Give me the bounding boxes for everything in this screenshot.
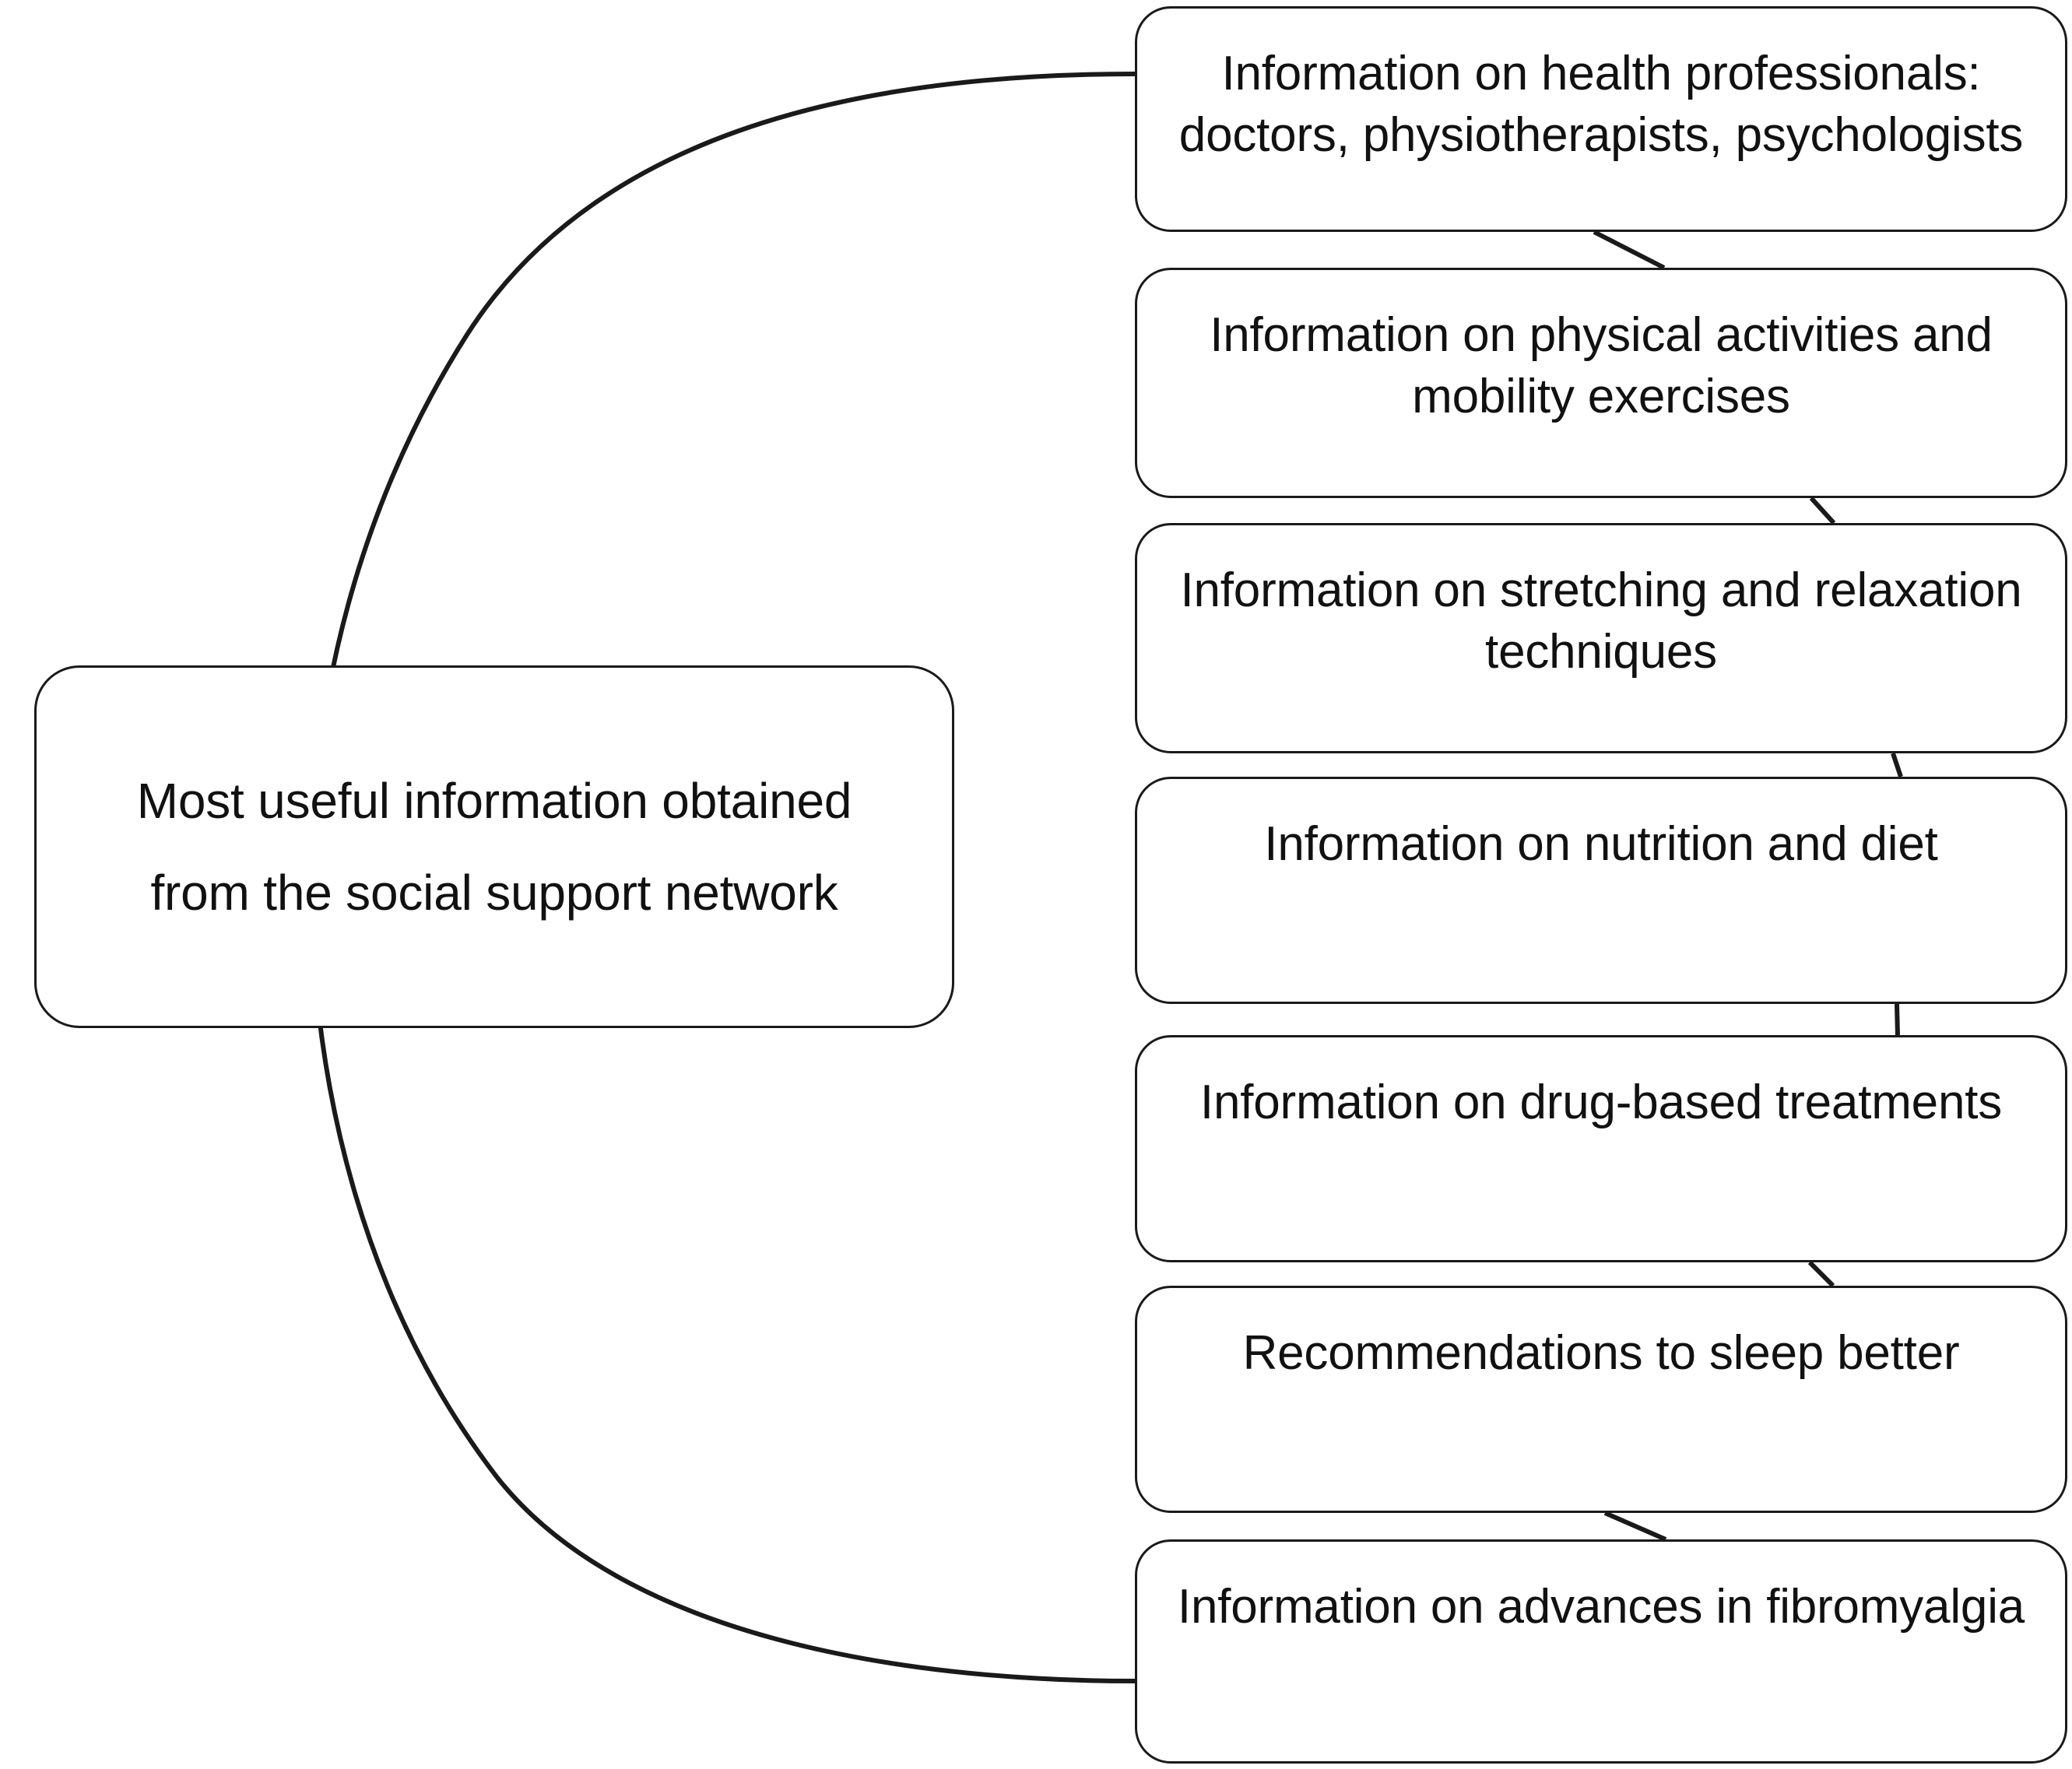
connector-branch-5-to-6 [1603,1511,1667,1542]
root-node-label: Most useful information obtained from th… [136,772,852,921]
node-physical-activities[interactable]: Information on physical activities and m… [1135,268,2067,498]
connector-branch-2-to-3 [1891,753,1903,777]
node-sleep-recommendations[interactable]: Recommendations to sleep better [1135,1286,2067,1513]
root-node-most-useful-information[interactable]: Most useful information obtained from th… [34,665,954,1028]
node-health-professionals[interactable]: Information on health professionals: doc… [1135,6,2067,232]
node-health-professionals-label: Information on health professionals: doc… [1178,47,2024,163]
node-advances-fibromyalgia[interactable]: Information on advances in fibromyalgia [1135,1539,2067,1764]
connector-branch-1-to-2 [1809,496,1836,525]
node-nutrition-diet-label: Information on nutrition and diet [1264,817,1938,871]
node-drug-based-treatments-label: Information on drug-based treatments [1199,1076,2003,1129]
node-stretching-relaxation[interactable]: Information on stretching and relaxation… [1135,523,2067,753]
connector-branch-0-to-1 [1593,230,1666,270]
connector-branch-3-to-4 [1895,1003,1900,1036]
node-sleep-recommendations-label: Recommendations to sleep better [1242,1326,1960,1380]
node-advances-fibromyalgia-label: Information on advances in fibromyalgia [1177,1580,2025,1634]
node-drug-based-treatments[interactable]: Information on drug-based treatments [1135,1035,2067,1262]
node-nutrition-diet[interactable]: Information on nutrition and diet [1135,777,2067,1004]
node-stretching-relaxation-label: Information on stretching and relaxation… [1180,563,2022,679]
node-physical-activities-label: Information on physical activities and m… [1210,308,1993,424]
connector-branch-4-to-5 [1807,1260,1835,1288]
